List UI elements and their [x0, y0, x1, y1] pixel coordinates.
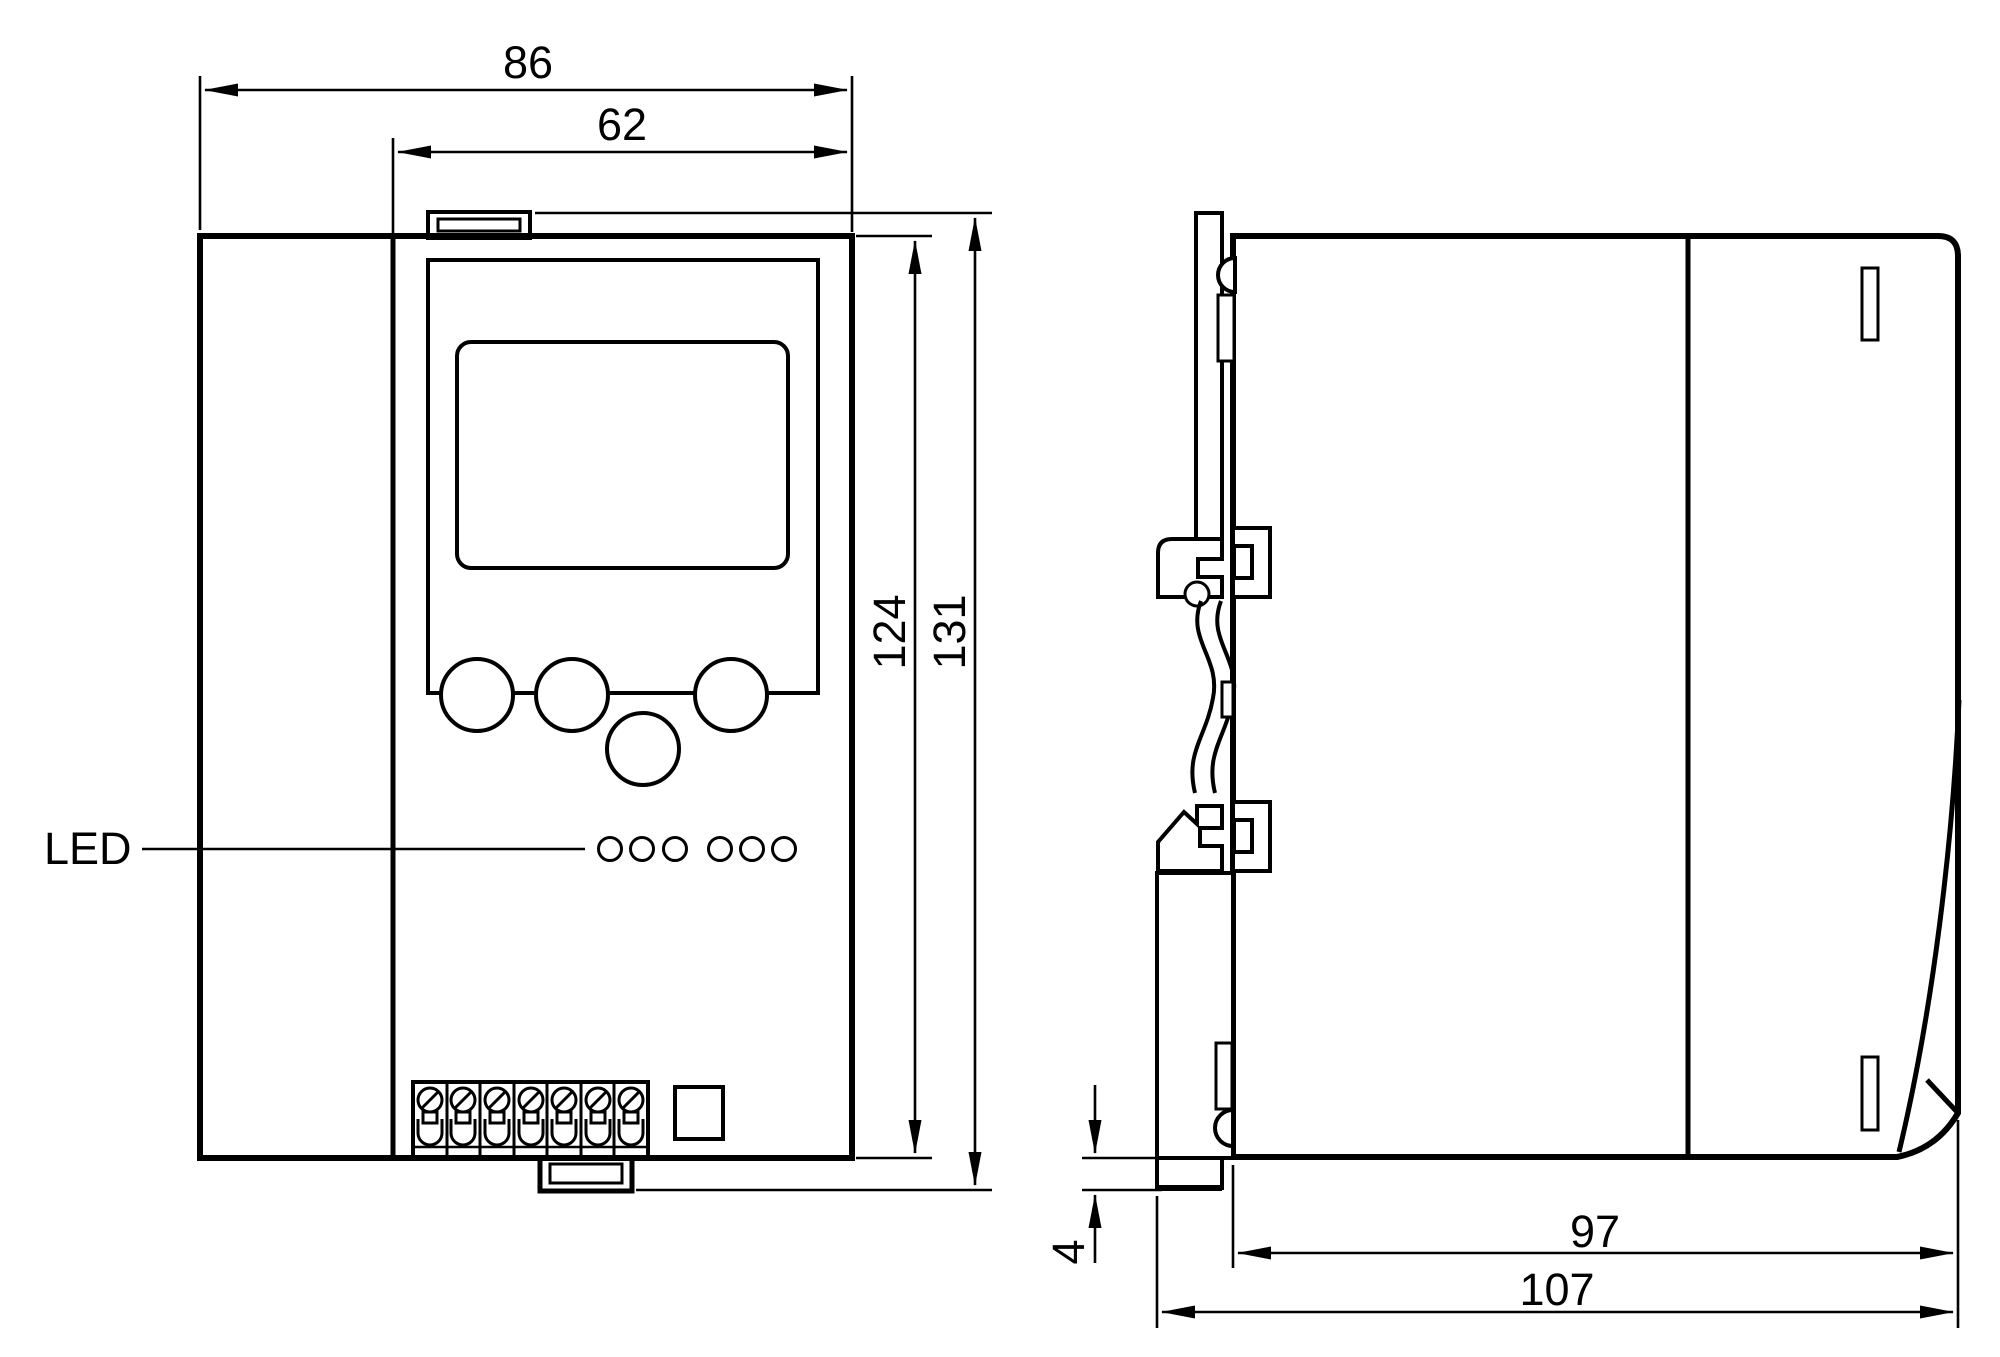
led-dot	[662, 836, 688, 862]
control-buttons	[439, 657, 769, 787]
port-square	[673, 1085, 725, 1141]
dimension-rail-foot-offset: 4	[1043, 1085, 1162, 1265]
button	[534, 657, 610, 733]
front-panel-bezel	[426, 258, 820, 695]
led-callout: LED	[44, 823, 585, 874]
cover-flap-tip	[1925, 1078, 1960, 1115]
dimension-overall-depth: 107	[1155, 1196, 1954, 1328]
dim-label-62: 62	[597, 99, 647, 150]
terminal-cell	[449, 1086, 477, 1147]
terminal-cell	[416, 1086, 444, 1147]
dimension-body-depth: 97	[1231, 1120, 1960, 1328]
display-window	[455, 340, 790, 570]
led-label: LED	[44, 823, 132, 874]
rail-foot	[1155, 1156, 1224, 1190]
dim-label-4: 4	[1043, 1239, 1094, 1264]
dim-label-124: 124	[864, 594, 915, 669]
led-dot	[597, 836, 623, 862]
rail-plate-top	[1194, 211, 1224, 545]
led-dot	[707, 836, 733, 862]
led-dot	[771, 836, 797, 862]
terminal-block-outline	[411, 1080, 650, 1160]
rail-hook-lower	[1156, 804, 1224, 873]
terminal-cell	[584, 1086, 612, 1147]
front-view	[197, 210, 855, 1194]
dimension-overall-height: 131	[535, 211, 992, 1192]
cover-flap-curve	[1896, 699, 1962, 1153]
rail-hook-upper	[1156, 537, 1224, 599]
led-dot	[629, 836, 655, 862]
din-rail-clip	[1155, 211, 1272, 1191]
dim-label-107: 107	[1519, 1264, 1594, 1315]
clip-spring	[1190, 600, 1217, 794]
rail-bracket-upper	[1231, 526, 1272, 599]
latch-bump	[1216, 255, 1237, 295]
dimension-overall-width: 86	[198, 37, 854, 232]
terminal-cell	[617, 1086, 645, 1147]
button	[693, 657, 769, 733]
latch-slot	[1214, 1041, 1234, 1111]
terminal-cell	[483, 1086, 511, 1147]
button	[605, 711, 681, 787]
side-body-outline	[1230, 233, 1961, 1160]
terminal-block	[411, 1080, 650, 1160]
terminal-cell	[517, 1086, 545, 1147]
rail-bracket-lower	[1231, 800, 1272, 873]
dim-label-97: 97	[1570, 1206, 1620, 1257]
dimension-body-height: 124	[856, 234, 932, 1160]
button	[439, 657, 515, 733]
terminal-cell	[550, 1086, 578, 1147]
dimensions: 86 62 124 131 97	[44, 37, 1960, 1328]
clip-pivot	[1183, 580, 1211, 608]
led-indicators	[597, 836, 797, 862]
vent-slot-top	[1860, 266, 1880, 342]
dim-label-131: 131	[924, 594, 975, 669]
latch-slot	[1216, 293, 1236, 363]
mounting-tab-bottom	[537, 1155, 635, 1194]
led-dot	[739, 836, 765, 862]
latch-bump	[1213, 1107, 1235, 1149]
vent-slot-bottom	[1860, 1055, 1880, 1132]
side-view	[1155, 211, 1962, 1191]
dim-label-86: 86	[503, 37, 553, 88]
clip-spring-stop	[1220, 680, 1235, 719]
dimension-front-section-width: 62	[391, 99, 848, 234]
